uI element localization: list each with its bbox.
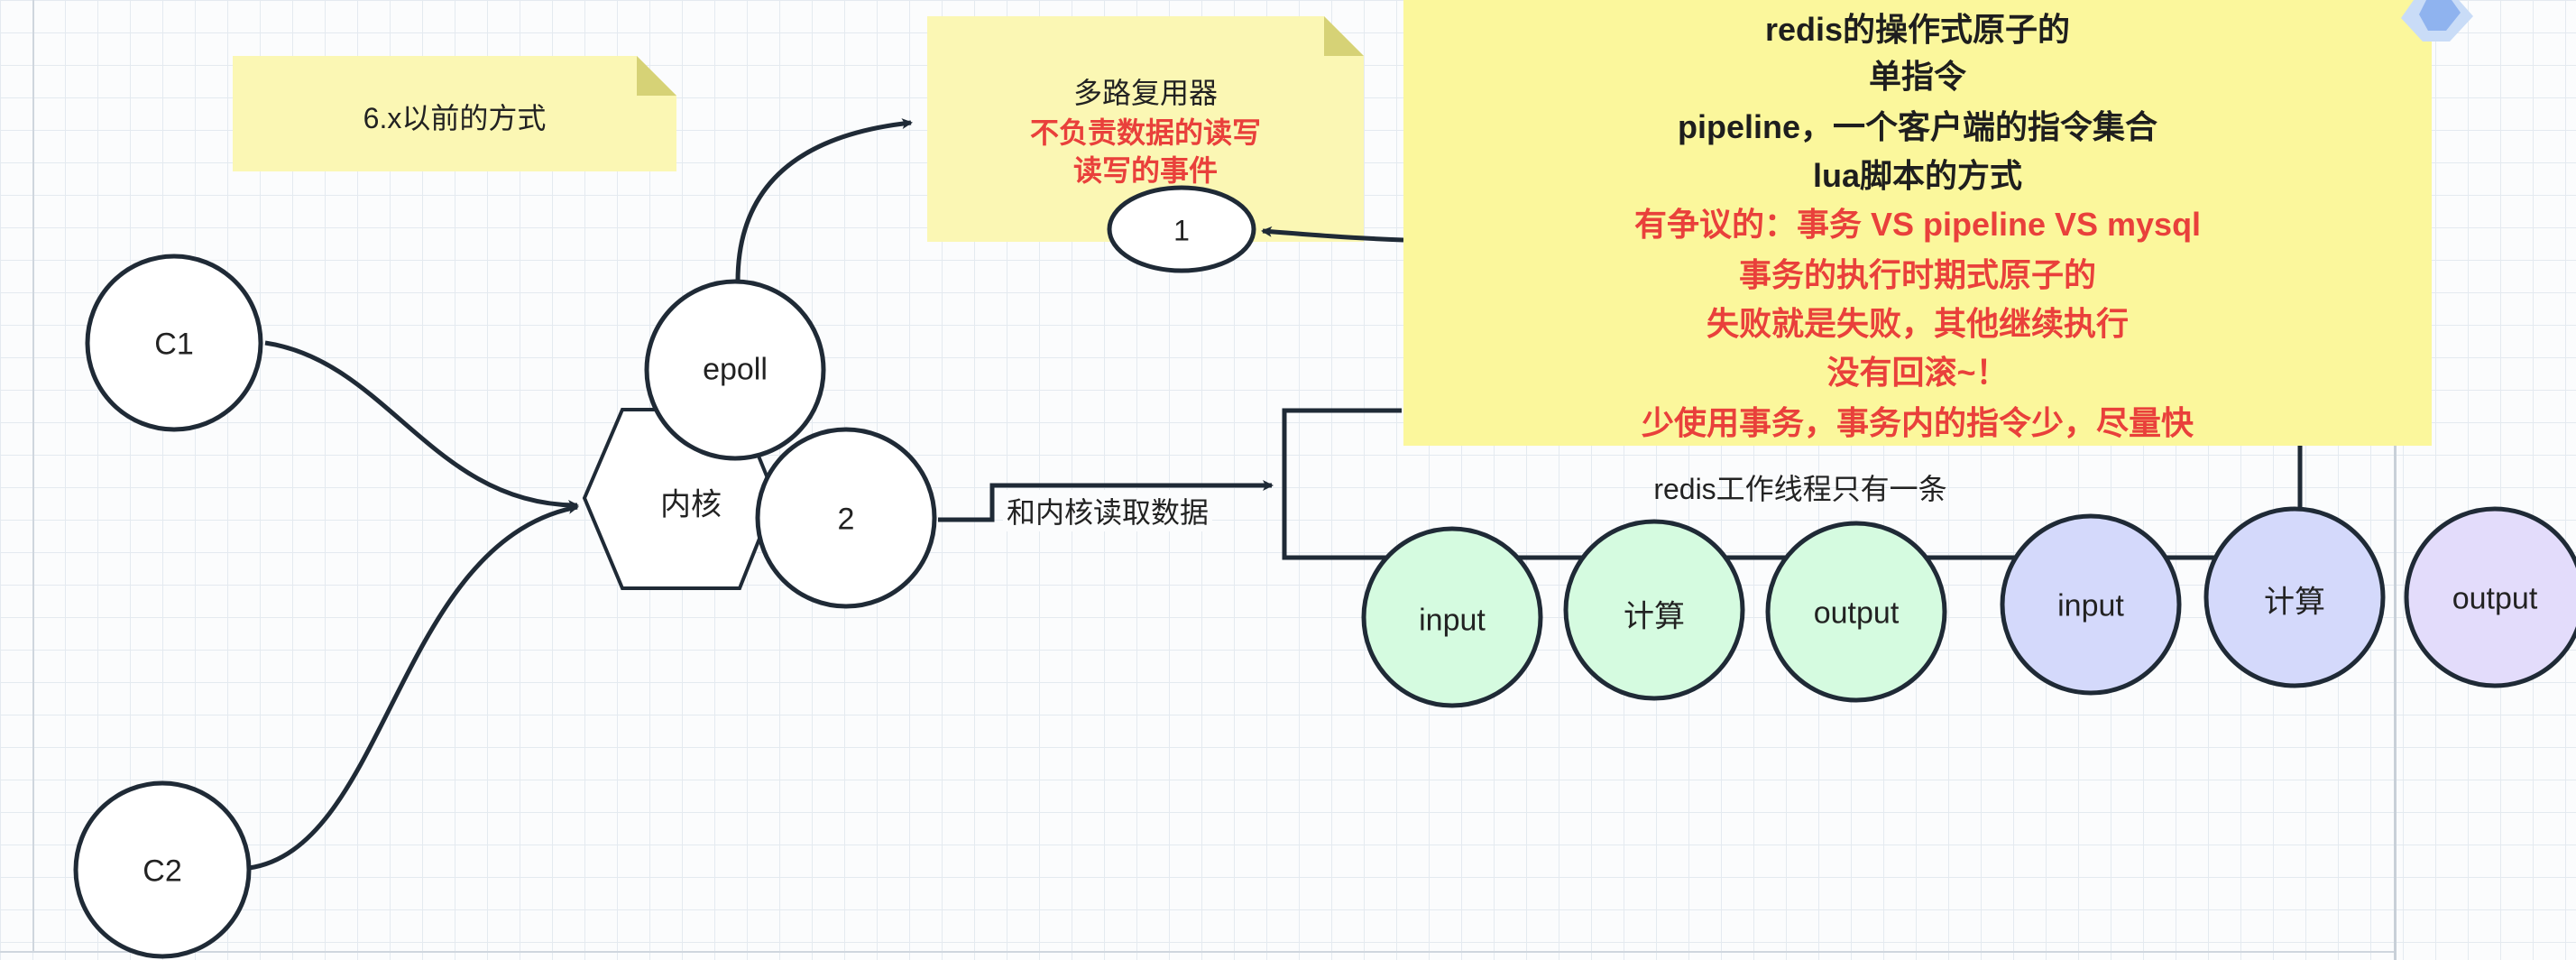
client-c2-node[interactable]: [73, 780, 252, 959]
atomicity-line: redis的操作式原子的: [1764, 11, 2071, 48]
epoll-to-multiplexer-connector: [735, 118, 913, 282]
atomicity-line: 少使用事务，事务内的指令少，尽量快: [1641, 404, 2194, 441]
node-1-label: 1: [1173, 214, 1190, 247]
node-2-label: 2: [837, 502, 855, 537]
canvas-frame-left: [32, 0, 34, 953]
multiplexer-note-red-2: 读写的事件: [1072, 154, 1218, 187]
green-output-node[interactable]: [1765, 521, 1947, 703]
multiplexer-note-red-1: 不负责数据的读写: [1029, 116, 1261, 149]
multiplexer-note-title: 多路复用器: [1072, 77, 1218, 109]
node-2[interactable]: [755, 427, 937, 609]
version-note-text: 6.x以前的方式: [363, 102, 547, 134]
blue-compute-node[interactable]: [2203, 506, 2386, 688]
blue-input-label: input: [2057, 588, 2124, 623]
client-c2-label: C2: [143, 854, 182, 889]
worker-to-node1-connector: [1261, 226, 1404, 243]
kernel-label: 内核: [660, 487, 722, 522]
green-input-label: input: [1419, 603, 1486, 638]
epoll-node[interactable]: [644, 279, 826, 461]
node-1[interactable]: [1107, 185, 1256, 273]
green-compute-label: 计算: [1624, 599, 1685, 634]
app-logo-icon: [2401, 0, 2473, 42]
green-compute-node[interactable]: [1563, 519, 1745, 701]
atomicity-line: pipeline，一个客户端的指令集合: [1677, 108, 2158, 145]
blue-compute-label: 计算: [2264, 585, 2325, 620]
purple-output-node[interactable]: [2404, 506, 2576, 688]
green-output-label: output: [1813, 595, 1900, 631]
green-input-node[interactable]: [1361, 526, 1543, 708]
epoll-label: epoll: [703, 352, 768, 387]
atomicity-line: lua脚本的方式: [1812, 157, 2022, 194]
atomicity-line: 失败就是失败，其他继续执行: [1706, 305, 2129, 342]
atomicity-note[interactable]: redis的操作式原子的 单指令 pipeline，一个客户端的指令集合 lua…: [1403, 0, 2432, 446]
canvas-frame-right: [2394, 0, 2397, 960]
worker-thread-bracket: [1282, 408, 1461, 560]
c1-to-kernel-connector: [264, 340, 579, 511]
atomicity-line: 单指令: [1868, 58, 1966, 95]
node2-to-worker-connector: [938, 480, 1274, 522]
atomicity-line: 没有回滚~！: [1826, 354, 2009, 391]
blue-input-node[interactable]: [2000, 513, 2182, 696]
client-c1-node[interactable]: [85, 254, 263, 432]
atomicity-line: 事务的执行时期式原子的: [1738, 256, 2096, 293]
client-c1-label: C1: [154, 327, 194, 362]
worker-thread-label: redis工作线程只有一条: [1653, 473, 1947, 505]
atomicity-line: 有争议的：事务 VS pipeline VS mysql: [1633, 206, 2202, 243]
canvas-frame-bottom: [0, 951, 2394, 953]
c2-to-kernel-connector: [248, 503, 579, 871]
purple-output-label: output: [2452, 581, 2538, 616]
read-from-kernel-label: 和内核读取数据: [1002, 490, 1213, 531]
